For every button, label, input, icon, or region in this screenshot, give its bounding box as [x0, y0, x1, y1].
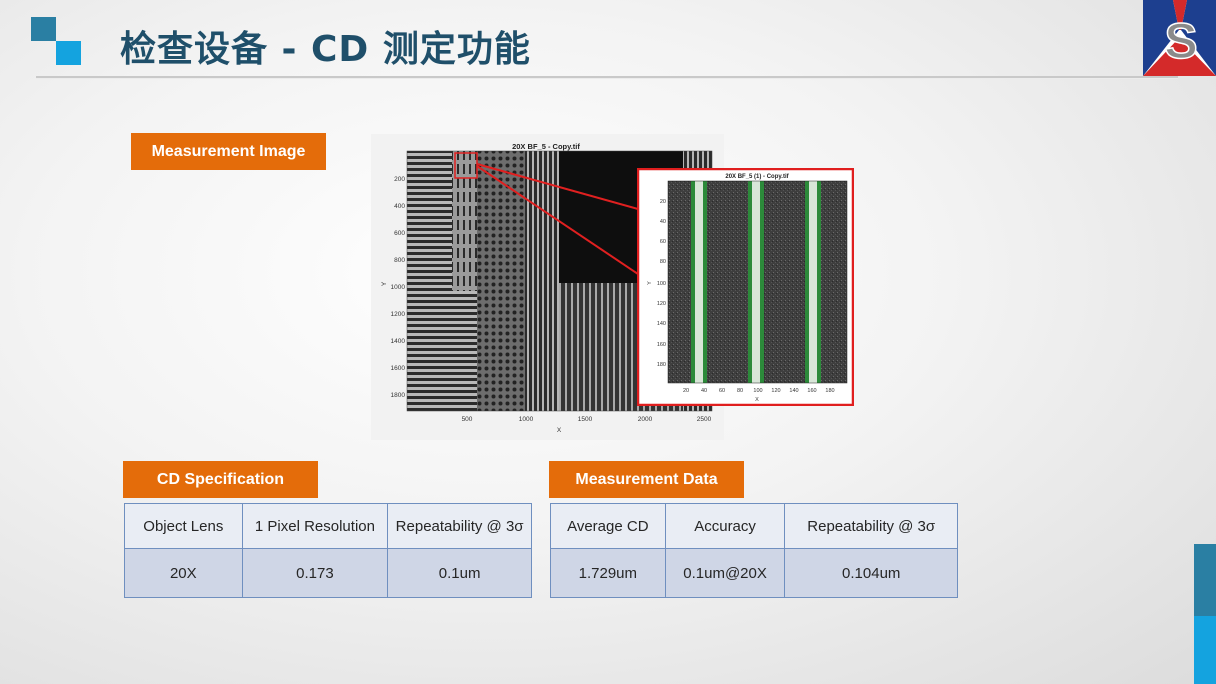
value-repeatability: 0.104um — [784, 548, 958, 598]
inset-ytick: 40 — [660, 219, 666, 225]
main-xtick: 1500 — [578, 416, 593, 423]
table-row: 1.729um 0.1um@20X 0.104um — [550, 548, 958, 598]
inset-xtick: 160 — [807, 388, 816, 394]
main-plot-title: 20X BF_5 - Copy.tif — [512, 142, 580, 151]
main-ytick: 1400 — [391, 338, 406, 345]
main-xtick: 2500 — [697, 416, 712, 423]
main-ytick: 200 — [394, 176, 405, 183]
main-ytick: 1600 — [391, 365, 406, 372]
inset-xtick: 120 — [771, 388, 780, 394]
inset-ytick: 80 — [660, 259, 666, 265]
inset-ytick: 60 — [660, 239, 666, 245]
value-pixel-resolution: 0.173 — [241, 548, 389, 598]
inset-ylabel: Y — [647, 281, 653, 285]
title-divider — [36, 76, 1178, 78]
company-logo: S — [1143, 0, 1216, 76]
cd-specification-table: Object Lens 1 Pixel Resolution Repeatabi… — [124, 503, 532, 598]
main-ylabel: Y — [381, 281, 388, 286]
inset-ytick: 20 — [660, 199, 666, 205]
inset-xtick: 60 — [719, 388, 725, 394]
inset-xtick: 100 — [753, 388, 762, 394]
measurement-data-table: Average CD Accuracy Repeatability @ 3σ 1… — [550, 503, 958, 598]
inset-xtick: 140 — [789, 388, 798, 394]
header-repeatability: Repeatability @ 3σ — [784, 503, 958, 549]
main-ytick: 600 — [394, 230, 405, 237]
measurement-image-label: Measurement Image — [131, 133, 326, 170]
value-repeatability: 0.1um — [387, 548, 532, 598]
header-repeatability: Repeatability @ 3σ — [387, 503, 532, 549]
table-header-row: Object Lens 1 Pixel Resolution Repeatabi… — [124, 503, 532, 549]
inset-ytick: 180 — [657, 362, 666, 368]
value-accuracy: 0.1um@20X — [664, 548, 786, 598]
header-object-lens: Object Lens — [124, 503, 243, 549]
inset-xtick: 20 — [683, 388, 689, 394]
main-ytick: 400 — [394, 203, 405, 210]
inset-xtick: 180 — [825, 388, 834, 394]
title-divider-shadow — [36, 78, 1178, 79]
inset-xlabel: X — [755, 397, 759, 403]
main-ytick: 1200 — [391, 311, 406, 318]
inset-plot-title: 20X BF_5 (1) - Copy.tif — [725, 174, 789, 180]
table-row: 20X 0.173 0.1um — [124, 548, 532, 598]
main-xtick: 500 — [462, 416, 473, 423]
header-accuracy: Accuracy — [664, 503, 786, 549]
table-header-row: Average CD Accuracy Repeatability @ 3σ — [550, 503, 958, 549]
main-xlabel: X — [557, 427, 562, 434]
inset-ytick: 140 — [657, 321, 666, 327]
logo-square-dark — [31, 17, 56, 41]
measurement-inset-plot: 20X BF_5 (1) - Copy.tif 20 40 60 80 100 … — [636, 167, 855, 407]
value-average-cd: 1.729um — [550, 548, 666, 598]
header-pixel-resolution: 1 Pixel Resolution — [241, 503, 389, 549]
decor-bar-light — [1194, 616, 1216, 684]
inset-ytick: 120 — [657, 301, 666, 307]
page-title: 检查设备 - CD 测定功能 — [120, 29, 531, 70]
inset-ytick: 100 — [657, 281, 666, 287]
main-ytick: 1000 — [391, 284, 406, 291]
value-object-lens: 20X — [124, 548, 243, 598]
logo-square-light — [56, 41, 81, 65]
main-xtick: 1000 — [519, 416, 534, 423]
header-average-cd: Average CD — [550, 503, 666, 549]
cd-specification-label: CD Specification — [123, 461, 318, 498]
inset-ytick: 160 — [657, 342, 666, 348]
inset-xtick: 40 — [701, 388, 707, 394]
measurement-data-label: Measurement Data — [549, 461, 744, 498]
main-ytick: 800 — [394, 257, 405, 264]
logo-letter: S — [1164, 13, 1197, 69]
decor-bar-dark — [1194, 544, 1216, 616]
main-xtick: 2000 — [638, 416, 653, 423]
inset-xtick: 80 — [737, 388, 743, 394]
main-ytick: 1800 — [391, 392, 406, 399]
